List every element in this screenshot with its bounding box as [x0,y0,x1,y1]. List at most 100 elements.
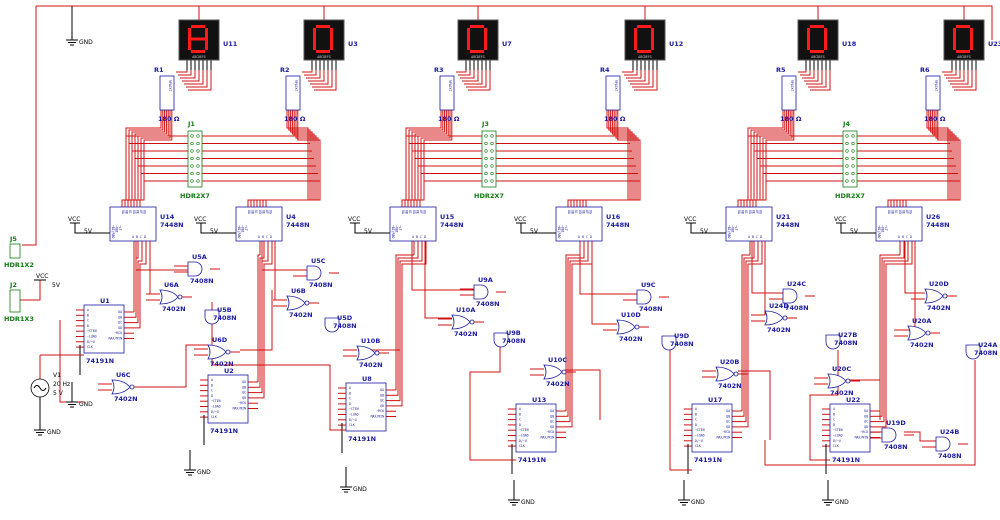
header-pin [490,171,494,176]
and-gate [881,427,897,443]
wire [134,255,143,324]
resistor-pack-name: RPACK7 [790,80,794,92]
wire [128,110,164,144]
wire [804,70,819,82]
gate-ref: U5C [311,257,326,265]
counter-ref: U13 [532,396,546,404]
wire [933,110,957,166]
wire [407,151,413,207]
gate-ref: U5A [192,253,207,261]
decoder-pin-label: C [906,235,908,239]
counter-pin-label: A [519,407,521,411]
nor-gate [356,345,376,361]
decoder-pin-label: D [270,235,272,239]
gate-part: 7408N [639,305,663,313]
segment-f [188,28,191,39]
wire [188,70,212,91]
gnd-symbol [34,429,46,436]
vcc-label: VCC [834,216,846,223]
wire [20,280,41,301]
vcc-value: 5V [850,228,859,235]
nor-gate [543,364,563,380]
wire [942,70,953,73]
wire [396,255,419,396]
counter-pin-label: QD [550,425,554,429]
gate-part: 7402N [359,361,383,369]
display-pin-text: ABCDEFG [811,55,825,59]
gnd-label: GND [197,469,211,476]
wire [630,70,650,85]
seven-segment-display [303,19,345,61]
decoder-pin-label: D [424,235,426,239]
gate-ref: U9B [506,329,521,337]
segment-f [634,28,637,39]
gnd-symbol [340,486,352,493]
counter-pin-label: B [211,383,213,387]
counter-pin-label: ~CTEN [211,399,221,403]
segment-e [467,39,470,50]
segment-d [316,50,330,53]
pin-header [187,130,203,188]
header-pin [851,134,855,138]
bcd-decoder [109,206,157,242]
wire [579,240,637,295]
display-ref: U23 [988,40,1000,48]
decoder-pin-label: OC [128,210,132,214]
gate-ref: U27B [838,331,857,339]
gate-ref: U10B [361,337,380,345]
nor-gate [764,310,784,326]
inverter-bubble [225,349,231,355]
counter-pin-label: ~LOAD [519,434,529,438]
counter-ref: U8 [362,375,372,383]
decoder-ref: U21 [776,213,791,221]
segment-g [191,37,205,41]
wire [890,143,951,207]
wire [306,70,321,79]
gate-ref: U9C [641,281,656,289]
decoder-pin-label: OG [909,210,913,214]
wire [904,240,925,294]
counter-pin-label: CLK [211,415,217,419]
wire [613,110,637,166]
wire [131,110,166,151]
resistor-pack-name: RPACK7 [448,80,452,92]
decoder-pin-label: OA [247,210,251,214]
resistor-value: 180 Ω [924,115,946,123]
display-ref: U3 [348,40,358,48]
wire [765,110,795,181]
header-pin [845,179,849,183]
header-pin [851,141,855,146]
decoder-part: 7448N [606,221,630,229]
vcc-wire [690,223,726,234]
counter-chip [83,304,125,354]
decoder-pin-label: C [420,235,422,239]
counter-pin-label: A [349,386,351,390]
decoder-pin-label: A [258,235,260,239]
gate-part: 7408N [785,304,809,312]
header-pin [851,164,855,168]
segment-d [191,50,205,53]
pin-header [481,130,497,188]
source-ref: V1 [53,372,61,379]
decoder-pin-label: OG [143,210,147,214]
wire [742,255,763,428]
gnd-label: GND [79,401,93,408]
wire [291,110,315,159]
wire [738,370,771,440]
gate-ref: U20B [720,358,739,366]
segment-f [467,28,470,39]
wire [288,110,311,144]
wire [753,110,788,151]
counter-pin-label: D [211,394,213,398]
counter-pin-label: QC [380,399,384,403]
segment-c [484,39,487,50]
wire [806,70,823,85]
counter-pin-label: QC [550,420,554,424]
decoder-pin-label: OG [423,210,427,214]
wire [265,181,321,207]
gate-part: 7402N [114,395,138,403]
gnd-label: GND [691,499,705,506]
decoder-pin-label: OB [125,210,129,214]
wire [184,70,204,85]
wire [312,70,333,88]
